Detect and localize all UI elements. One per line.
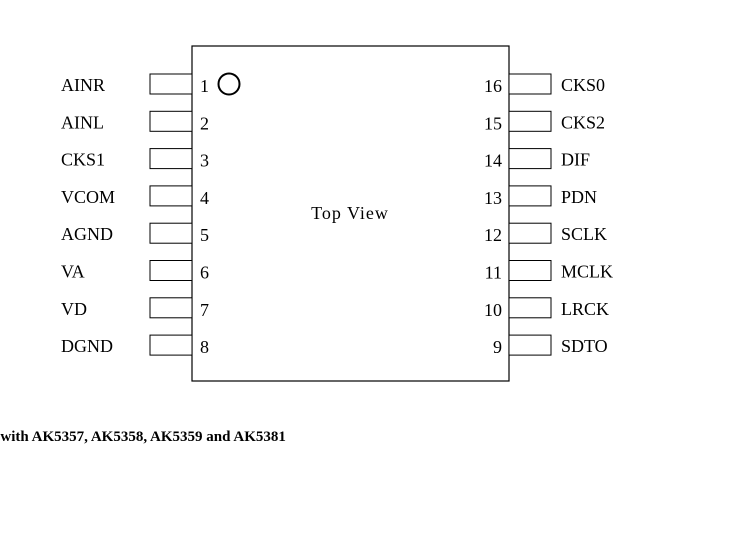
pin-number: 14 xyxy=(484,151,502,171)
pin-9: 9 SDTO xyxy=(493,334,608,357)
pin-lead xyxy=(149,297,193,319)
pin-number: 13 xyxy=(484,188,502,208)
pin-1: 1 AINR xyxy=(61,73,209,96)
pin-number: 7 xyxy=(200,300,209,320)
pin-lead xyxy=(149,110,193,132)
pin-name: AINL xyxy=(61,112,104,132)
pin-lead xyxy=(149,185,193,207)
pin-lead xyxy=(508,334,552,356)
pin-number: 6 xyxy=(200,263,209,283)
pin-11: 11 MCLK xyxy=(485,260,613,283)
pin-name: DGND xyxy=(61,336,113,356)
pin-3: 3 CKS1 xyxy=(61,148,209,171)
pin-lead xyxy=(508,222,552,244)
pin-lead xyxy=(508,185,552,207)
pin-name: LRCK xyxy=(561,299,609,319)
pin-name: AGND xyxy=(61,224,113,244)
pin-number: 16 xyxy=(484,76,502,96)
pin-12: 12 SCLK xyxy=(484,222,607,245)
pin-4: 4 VCOM xyxy=(61,185,209,208)
pin-number: 5 xyxy=(200,225,209,245)
pin-lead xyxy=(508,297,552,319)
pin-lead xyxy=(149,148,193,170)
pin-number: 10 xyxy=(484,300,502,320)
pin-6: 6 VA xyxy=(61,260,209,283)
pin-5: 5 AGND xyxy=(61,222,209,245)
pin-name: DIF xyxy=(561,150,590,170)
pin-lead xyxy=(149,222,193,244)
pin-16: 16 CKS0 xyxy=(484,73,605,96)
pin-name: CKS2 xyxy=(561,112,605,132)
pin-name: PDN xyxy=(561,187,597,207)
pin-name: VCOM xyxy=(61,187,115,207)
pin-name: CKS1 xyxy=(61,150,105,170)
pin-number: 3 xyxy=(200,151,209,171)
pin-diagram: Top View 1 AINR 2 AINL 3 CKS1 4 VCOM 5 AGND 6 VA 7 VD… xyxy=(61,45,613,382)
pin-8: 8 DGND xyxy=(61,334,209,357)
pin-name: SDTO xyxy=(561,336,608,356)
pin-10: 10 LRCK xyxy=(484,297,609,320)
pin-name: CKS0 xyxy=(561,75,605,95)
pin1-indicator-icon xyxy=(217,72,241,96)
pin-lead xyxy=(149,260,193,281)
compatibility-caption: ity with AK5357, AK5358, AK5359 and AK53… xyxy=(0,429,286,445)
pin-name: MCLK xyxy=(561,262,613,282)
pin-number: 4 xyxy=(200,188,209,208)
pin-number: 11 xyxy=(485,263,502,283)
pin-lead xyxy=(508,148,552,170)
pin-name: AINR xyxy=(61,75,105,95)
pin-name: SCLK xyxy=(561,224,607,244)
pin-number: 9 xyxy=(493,337,502,357)
pin-number: 12 xyxy=(484,225,502,245)
pin-number: 15 xyxy=(484,113,502,133)
pin-number: 8 xyxy=(200,337,209,357)
pin-name: VD xyxy=(61,299,87,319)
pin-number: 1 xyxy=(200,76,209,96)
pin-lead xyxy=(149,73,193,95)
pin-2: 2 AINL xyxy=(61,110,209,133)
top-view-label: Top View xyxy=(311,203,389,223)
chip-body xyxy=(191,45,510,382)
pin-7: 7 VD xyxy=(61,297,209,320)
pin-lead xyxy=(508,73,552,95)
pin-number: 2 xyxy=(200,113,209,133)
pin-14: 14 DIF xyxy=(484,148,590,171)
pin-lead xyxy=(508,260,552,281)
pin-lead xyxy=(508,110,552,132)
pin-15: 15 CKS2 xyxy=(484,110,605,133)
pin-name: VA xyxy=(61,262,85,282)
pin-lead xyxy=(149,334,193,356)
pin-13: 13 PDN xyxy=(484,185,597,208)
